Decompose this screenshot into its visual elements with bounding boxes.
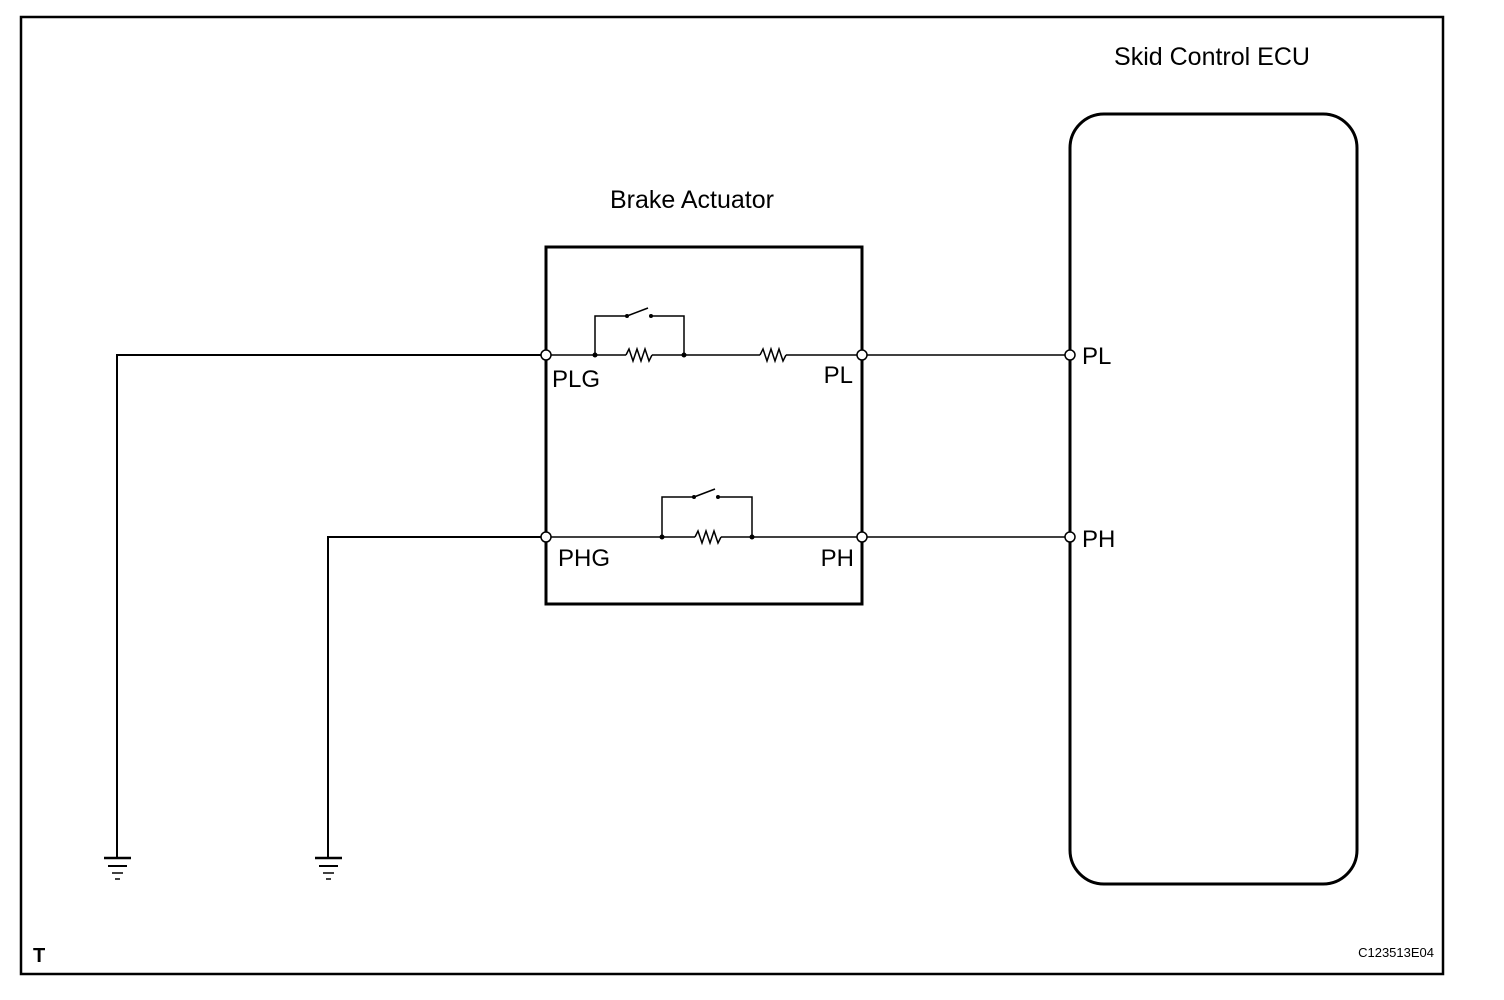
label-ph-actuator: PH xyxy=(821,545,854,572)
terminal-pl-actuator xyxy=(856,349,868,361)
label-ph-ecu: PH xyxy=(1082,526,1115,553)
ground-symbol-left xyxy=(104,856,131,880)
resistor-1 xyxy=(625,346,653,364)
resistor-2 xyxy=(759,346,787,364)
ground-symbol-right xyxy=(315,856,342,880)
terminal-ph-ecu xyxy=(1064,531,1076,543)
switch-blade-1 xyxy=(626,307,649,317)
actuator-title: Brake Actuator xyxy=(610,186,774,214)
label-pl-ecu: PL xyxy=(1082,343,1111,370)
ground-wire-plg xyxy=(116,354,546,858)
terminal-phg xyxy=(540,531,552,543)
ph-circuit xyxy=(546,488,862,546)
ecu-box xyxy=(1068,112,1359,886)
corner-mark: T xyxy=(33,945,45,967)
terminal-plg xyxy=(540,349,552,361)
terminal-ph-actuator xyxy=(856,531,868,543)
label-pl-actuator: PL xyxy=(824,362,853,389)
diagram-frame xyxy=(19,15,1445,976)
pl-circuit xyxy=(546,307,862,364)
label-phg: PHG xyxy=(558,545,610,572)
ecu-title: Skid Control ECU xyxy=(1114,43,1310,71)
ground-wire-phg xyxy=(327,536,546,858)
terminal-pl-ecu xyxy=(1064,349,1076,361)
resistor-3 xyxy=(694,528,722,546)
figure-code: C123513E04 xyxy=(1358,945,1434,960)
switch-blade-2 xyxy=(693,488,716,498)
actuator-box xyxy=(544,245,864,606)
label-plg: PLG xyxy=(552,366,600,393)
